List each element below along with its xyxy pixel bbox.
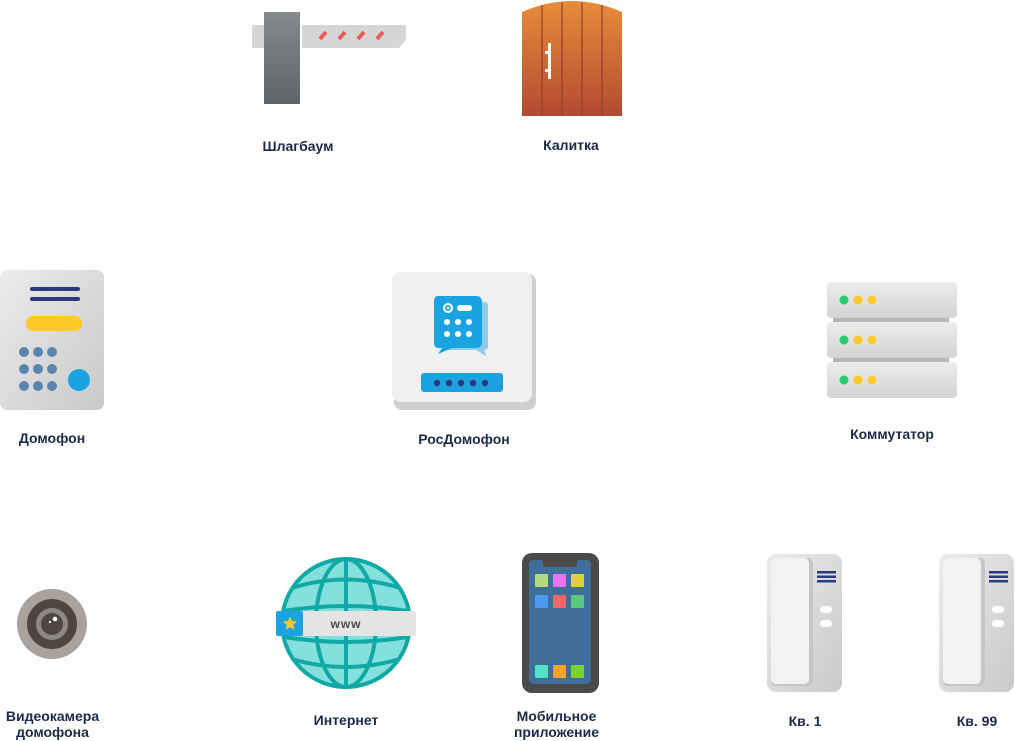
node-label-line: приложение [513, 724, 600, 740]
rosdomofon-server-icon [392, 272, 536, 410]
star-icon [283, 616, 297, 630]
address-bar [276, 611, 416, 636]
switch-unit [827, 362, 957, 398]
camera-icon [17, 589, 87, 659]
node-label: Кв. 99 [956, 713, 998, 729]
handset-icon [939, 554, 1014, 692]
call-button [68, 369, 90, 391]
gate-icon [522, 1, 622, 116]
node-label-line: Мобильное [516, 708, 597, 724]
node-rosdomofon[interactable]: РосДомофон [390, 270, 540, 450]
node-switch[interactable]: Коммутатор [825, 280, 965, 450]
node-gate[interactable]: Калитка [520, 0, 630, 155]
node-camera[interactable]: Видеокамера домофона [0, 585, 105, 741]
barrier-icon [252, 12, 406, 104]
node-label: Мобильное приложение [505, 708, 608, 740]
node-label: Видеокамера домофона [0, 708, 105, 740]
intercom-panel-icon [0, 270, 104, 410]
node-apartment-99[interactable]: Кв. 99 [937, 552, 1015, 737]
switch-unit [827, 282, 957, 318]
globe-icon: www [276, 557, 416, 689]
gate-handle [545, 43, 551, 79]
node-label-line: Видеокамера [5, 708, 100, 724]
node-label: Домофон [18, 430, 86, 446]
handset-icon [767, 554, 842, 692]
network-switch-icon [827, 282, 957, 398]
node-label: Кв. 1 [788, 713, 822, 729]
node-label: Интернет [313, 712, 379, 728]
node-label: РосДомофон [418, 431, 510, 447]
node-label: Калитка [543, 137, 599, 153]
switch-unit [827, 322, 957, 358]
address-text: www [329, 617, 361, 631]
node-apartment-1[interactable]: Кв. 1 [765, 552, 845, 737]
node-mobile[interactable]: Мобильное приложение [505, 550, 610, 741]
smartphone-icon [522, 553, 599, 693]
node-intercom[interactable]: Домофон [0, 268, 110, 453]
node-label: Шлагбаум [262, 138, 334, 154]
node-label-line: домофона [16, 724, 89, 740]
node-internet[interactable]: www Интернет [270, 553, 420, 733]
node-label: Коммутатор [850, 426, 934, 442]
node-barrier[interactable]: Шлагбаум [250, 10, 410, 155]
